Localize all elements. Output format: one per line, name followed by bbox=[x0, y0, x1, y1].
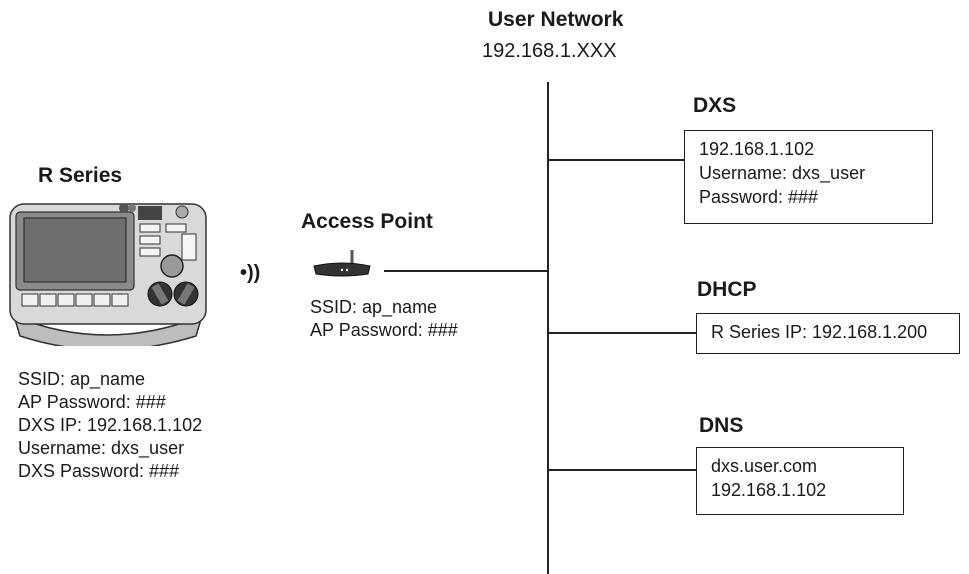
dxs-line: Username: dxs_user bbox=[699, 163, 866, 183]
wireless-signal-icon: •)) bbox=[240, 262, 261, 284]
dns-title: DNS bbox=[699, 414, 744, 437]
network-subnet: 192.168.1.XXX bbox=[482, 40, 617, 62]
dhcp-line: R Series IP: 192.168.1.200 bbox=[711, 322, 928, 342]
r-series-title: R Series bbox=[38, 164, 123, 187]
router-icon bbox=[313, 250, 371, 277]
r-series-setting: Username: dxs_user bbox=[18, 438, 185, 458]
dxs-line: 192.168.1.102 bbox=[699, 139, 815, 159]
dns-line: 192.168.1.102 bbox=[711, 480, 827, 500]
r-series-setting: DXS IP: 192.168.1.102 bbox=[18, 415, 203, 435]
defibrillator-device-icon bbox=[9, 203, 207, 346]
r-series-setting: SSID: ap_name bbox=[18, 369, 146, 389]
access-point-setting: AP Password: ### bbox=[310, 320, 458, 340]
access-point-title: Access Point bbox=[301, 210, 433, 233]
r-series-settings: SSID: ap_name AP Password: ### DXS IP: 1… bbox=[18, 368, 202, 483]
dhcp-box: R Series IP: 192.168.1.200 bbox=[696, 313, 960, 354]
dxs-box: 192.168.1.102 Username: dxs_user Passwor… bbox=[684, 130, 933, 224]
access-point-setting: SSID: ap_name bbox=[310, 297, 438, 317]
dxs-title: DXS bbox=[693, 94, 737, 117]
dns-line: dxs.user.com bbox=[711, 456, 818, 476]
network-title: User Network bbox=[488, 8, 624, 31]
dhcp-title: DHCP bbox=[697, 278, 757, 301]
dns-box: dxs.user.com 192.168.1.102 bbox=[696, 447, 904, 515]
r-series-setting: AP Password: ### bbox=[18, 392, 166, 412]
r-series-setting: DXS Password: ### bbox=[18, 461, 180, 481]
dxs-line: Password: ### bbox=[699, 187, 819, 207]
access-point-settings: SSID: ap_name AP Password: ### bbox=[310, 296, 458, 342]
